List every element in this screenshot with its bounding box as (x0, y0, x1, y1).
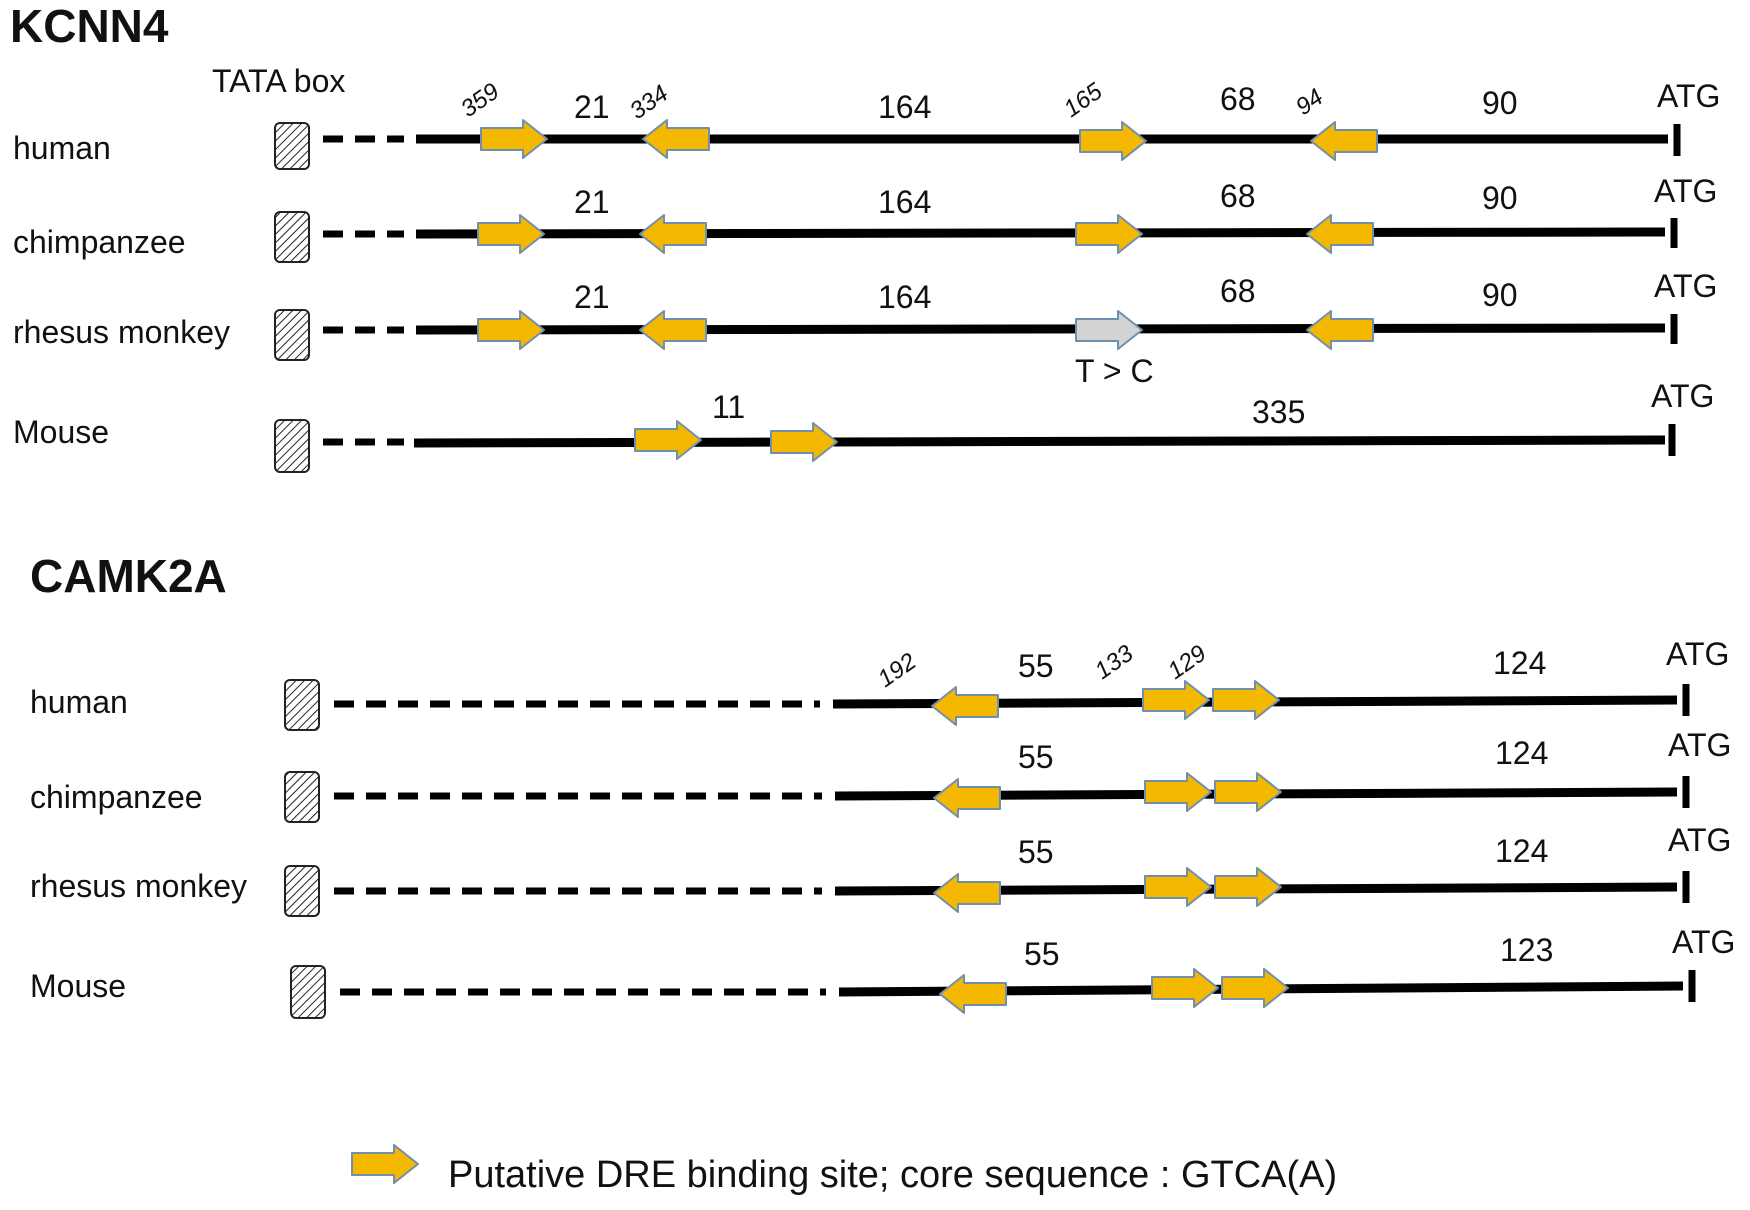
spacer-length: 21 (574, 89, 610, 125)
spacer-length: 124 (1495, 833, 1548, 869)
promoter-line (415, 323, 1666, 335)
spacer-length: 164 (878, 89, 931, 125)
promoter-line (413, 435, 1666, 448)
dre-arrow-reverse-icon (639, 310, 707, 350)
mutated-dre-arrow-icon (1075, 310, 1143, 350)
legend-dre-arrow-icon (351, 1144, 419, 1184)
position-label: 359 (456, 78, 504, 123)
spacer-length: 123 (1500, 932, 1553, 968)
dre-arrow-forward-icon (770, 422, 838, 462)
spacer-length: 55 (1018, 739, 1054, 775)
position-label: 334 (625, 80, 673, 125)
spacer-length: 164 (878, 279, 931, 315)
tata-box-icon (284, 771, 320, 823)
spacer-length: 55 (1018, 648, 1054, 684)
spacer-length: 11 (712, 389, 745, 425)
dre-arrow-forward-icon (1212, 680, 1280, 720)
dre-arrow-reverse-icon (933, 873, 1001, 913)
dre-arrow-forward-icon (1144, 867, 1212, 907)
promoter-line (415, 227, 1666, 239)
atg-label: ATG (1672, 924, 1735, 960)
legend-text: Putative DRE binding site; core sequence… (448, 1154, 1337, 1196)
species-label-chimpanzee: chimpanzee (30, 779, 203, 815)
atg-label: ATG (1657, 78, 1720, 114)
dre-arrow-forward-icon (1142, 680, 1210, 720)
dre-arrow-forward-icon (1144, 772, 1212, 812)
tata-box-icon (284, 679, 320, 731)
spacer-length: 68 (1220, 273, 1256, 309)
spacer-length: 90 (1482, 180, 1518, 216)
tata-box-icon (274, 419, 310, 473)
spacer-length: 21 (574, 279, 610, 315)
species-label-rhesus-monkey: rhesus monkey (30, 868, 247, 904)
dre-arrow-reverse-icon (931, 686, 999, 726)
dre-arrow-forward-icon (480, 119, 548, 159)
spacer-length: 68 (1220, 81, 1256, 117)
tata-box-icon (274, 122, 310, 170)
dre-arrow-forward-icon (1075, 214, 1143, 254)
dre-arrow-forward-icon (1214, 772, 1282, 812)
dre-arrow-forward-icon (1214, 867, 1282, 907)
species-label-mouse: Mouse (13, 414, 109, 450)
spacer-length: 21 (574, 184, 610, 220)
atg-label: ATG (1668, 822, 1731, 858)
dre-arrow-forward-icon (1079, 121, 1147, 161)
position-label: 133 (1090, 639, 1139, 684)
dre-arrow-reverse-icon (1306, 214, 1374, 254)
dre-arrow-forward-icon (477, 310, 545, 350)
legend: Putative DRE binding site; core sequence… (351, 1144, 1337, 1196)
spacer-length: 335 (1252, 394, 1305, 430)
position-label: 129 (1163, 640, 1211, 685)
dre-arrow-reverse-icon (933, 778, 1001, 818)
spacer-length: 55 (1018, 834, 1054, 870)
dre-arrow-forward-icon (1151, 968, 1219, 1008)
dre-arrow-reverse-icon (939, 974, 1007, 1014)
species-label-mouse: Mouse (30, 968, 126, 1004)
gene-title-camk2a: CAMK2A (30, 550, 227, 602)
dre-arrow-forward-icon (634, 420, 702, 460)
tata-box-label: TATA box (212, 63, 345, 99)
atg-label: ATG (1666, 636, 1729, 672)
spacer-length: 124 (1493, 645, 1546, 681)
species-label-chimpanzee: chimpanzee (13, 224, 186, 260)
species-label-rhesus-monkey: rhesus monkey (13, 314, 230, 350)
spacer-length: 55 (1024, 936, 1060, 972)
atg-label: ATG (1654, 268, 1717, 304)
tata-box-icon (290, 965, 326, 1019)
dre-arrow-reverse-icon (1306, 310, 1374, 350)
dre-arrow-forward-icon (1221, 968, 1289, 1008)
mutation-label: T > C (1075, 353, 1154, 389)
position-label: 94 (1291, 83, 1328, 120)
spacer-length: 90 (1482, 277, 1518, 313)
spacer-length: 90 (1482, 85, 1518, 121)
dre-arrow-reverse-icon (1310, 121, 1378, 161)
dre-arrow-forward-icon (477, 214, 545, 254)
spacer-length: 124 (1495, 735, 1548, 771)
species-label-human: human (30, 684, 128, 720)
atg-label: ATG (1668, 727, 1731, 763)
species-label-human: human (13, 130, 111, 166)
tata-box-icon (284, 865, 320, 917)
gene-title-kcnn4: KCNN4 (10, 0, 169, 52)
position-label: 165 (1059, 77, 1108, 122)
spacer-length: 164 (878, 184, 931, 220)
dre-arrow-reverse-icon (642, 119, 710, 159)
dre-arrow-reverse-icon (639, 214, 707, 254)
tata-box-icon (274, 309, 310, 361)
atg-label: ATG (1651, 378, 1714, 414)
tata-box-icon (274, 211, 310, 263)
spacer-length: 68 (1220, 178, 1256, 214)
atg-label: ATG (1654, 173, 1717, 209)
position-label: 192 (873, 648, 921, 693)
